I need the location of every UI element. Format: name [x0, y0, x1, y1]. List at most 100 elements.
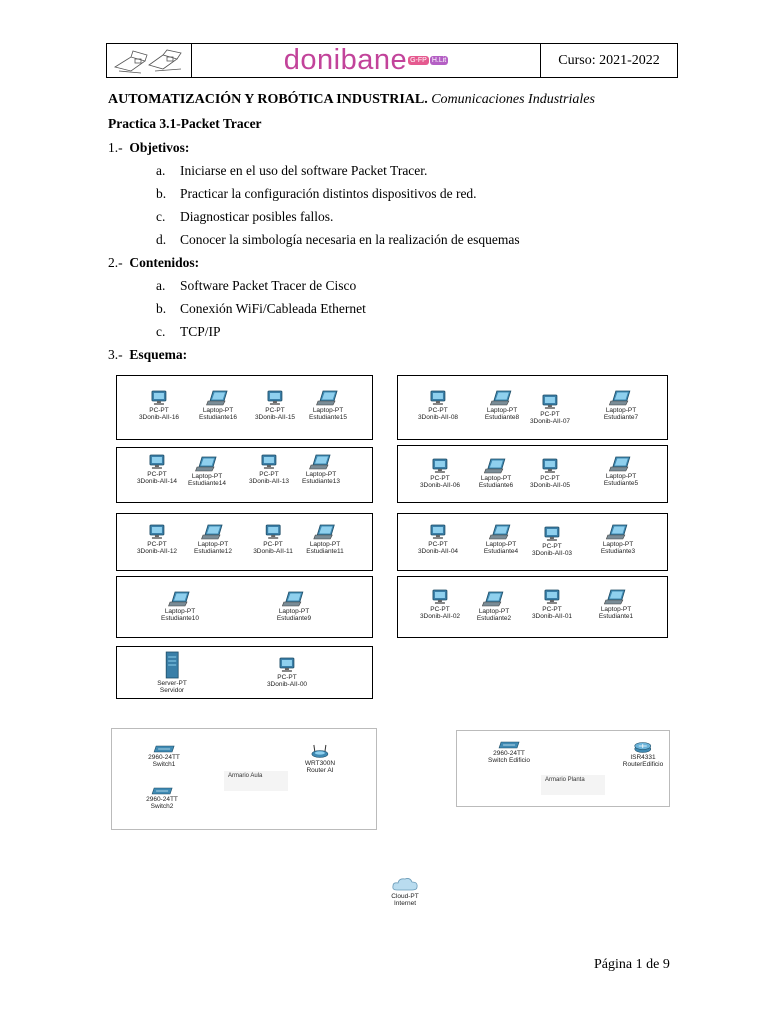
pc-icon [532, 526, 572, 542]
laptop-icon [604, 456, 638, 472]
device-name-label: Switch Edificio [488, 757, 530, 764]
device-name-label: Estudiante6 [478, 482, 514, 489]
subject-subtitle: Comunicaciones Industriales [431, 92, 595, 107]
device-name-label: 3Donib-AII-02 [419, 613, 461, 620]
section-heading-contenidos: 2.- Contenidos: [108, 255, 200, 270]
device-name-label: Estudiante2 [476, 615, 512, 622]
device-name-label: Estudiante10 [161, 615, 199, 622]
device-type-label: Laptop-PT [164, 608, 196, 615]
device-name-label: 3Donib-AII-15 [254, 414, 296, 421]
device-name-label: Estudiante11 [306, 548, 344, 555]
device-type-label: Laptop-PT [600, 606, 632, 613]
device-type-label: Cloud-PT [391, 893, 419, 900]
pc-icon [137, 524, 177, 540]
device-type-label: ISR4331 [630, 754, 656, 761]
device-type-label: PC-PT [540, 411, 560, 418]
device-type-label: 2960-24TT [493, 750, 525, 757]
device-type-label: PC-PT [542, 543, 562, 550]
server-icon [157, 651, 187, 679]
device-name-label: 3Donib-AII-03 [531, 550, 573, 557]
device-type-label: PC-PT [428, 407, 448, 414]
device-name-label: Internet [393, 900, 417, 907]
laptop-icon [188, 456, 226, 472]
device-name-label: 3Donib-AII-11 [253, 548, 293, 555]
list-item: b.Practicar la configuración distintos d… [156, 186, 477, 201]
device-name-label: 3Donib-AII-05 [529, 482, 571, 489]
pc-icon [530, 394, 570, 410]
router-icon [623, 741, 663, 753]
device-name-label: Switch1 [152, 761, 176, 768]
pc-icon [137, 454, 177, 470]
laptop-icon [161, 591, 199, 607]
device-name-label: Switch2 [150, 803, 174, 810]
practice-title: Practica 3.1-Packet Tracer [108, 116, 262, 131]
device-name-label: Estudiante13 [302, 478, 340, 485]
device-type-label: Laptop-PT [605, 407, 637, 414]
device-type-label: PC-PT [149, 407, 169, 414]
device-name-label: Estudiante16 [199, 414, 237, 421]
pc-icon [267, 657, 307, 673]
device-type-label: PC-PT [428, 541, 448, 548]
laptop-icon [604, 390, 638, 406]
device-type-label: 2960-24TT [146, 796, 178, 803]
page-header: donibane G-FP H.Lit Curso: 2021-2022 [106, 43, 678, 78]
pc-icon [532, 589, 572, 605]
laptop-icon [484, 524, 518, 540]
pc-icon [249, 454, 289, 470]
device-type-label: Laptop-PT [202, 407, 234, 414]
device-name-label: 3Donib-AII-00 [266, 681, 308, 688]
device-type-label: PC-PT [263, 541, 283, 548]
pc-icon [420, 458, 460, 474]
switch-icon [148, 745, 180, 753]
subject-title: AUTOMATIZACIÓN Y ROBÓTICA INDUSTRIAL. [108, 92, 428, 107]
pc-icon [418, 390, 458, 406]
switch-icon [146, 787, 178, 795]
device-type-label: PC-PT [430, 475, 450, 482]
switch-icon [488, 741, 530, 749]
page-number: Página 1 de 9 [594, 957, 670, 972]
section-heading-objetivos: 1.- Objetivos: [108, 140, 190, 155]
device-name-label: Estudiante9 [276, 615, 312, 622]
device-name-label: 3Donib-AII-13 [248, 478, 290, 485]
device-name-label: Estudiante3 [600, 548, 636, 555]
closet-label: Armario Aula [224, 771, 288, 791]
device-name-label: Estudiante7 [603, 414, 639, 421]
device-type-label: Laptop-PT [278, 608, 310, 615]
laptop-icon [199, 390, 237, 406]
device-type-label: Laptop-PT [197, 541, 229, 548]
list-item: a.Iniciarse en el uso del software Packe… [156, 163, 428, 178]
device-type-label: PC-PT [265, 407, 285, 414]
device-type-label: WRT300N [304, 760, 336, 767]
pc-icon [420, 589, 460, 605]
device-type-label: PC-PT [277, 674, 297, 681]
pc-icon [253, 524, 293, 540]
device-type-label: Laptop-PT [305, 471, 337, 478]
brand-name: donibane [283, 44, 408, 76]
